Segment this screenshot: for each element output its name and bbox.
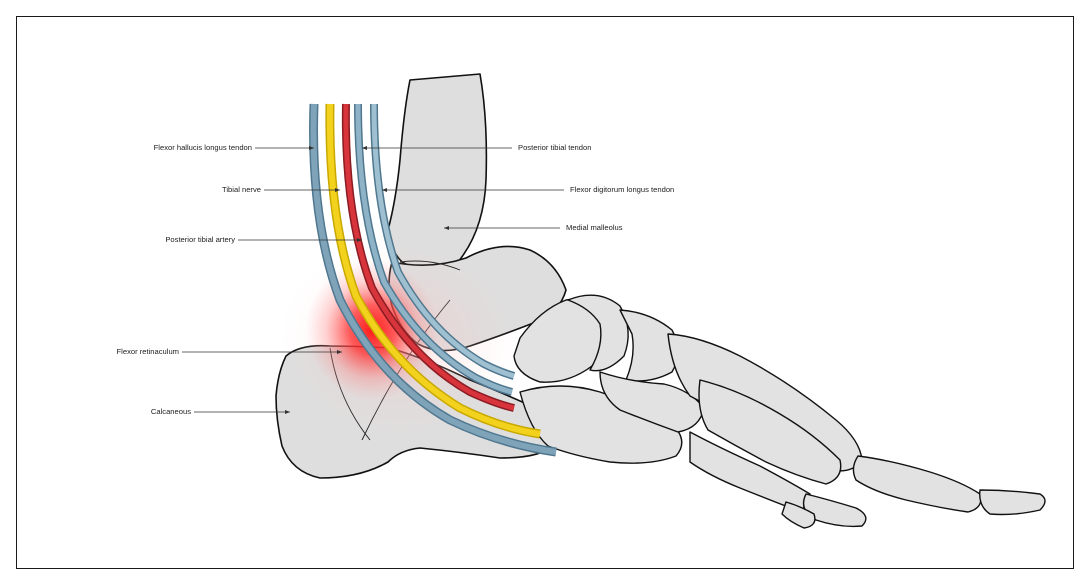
label-medial-malleolus: Medial malleolus — [566, 223, 623, 232]
distal-phalanx-bone — [980, 490, 1045, 515]
label-calcaneus: Calcaneous — [151, 407, 191, 416]
label-tibial-nerve: Tibial nerve — [222, 185, 261, 194]
label-posterior-tibial-artery: Posterior tibial artery — [165, 235, 235, 244]
label-posterior-tibial-tendon: Posterior tibial tendon — [518, 143, 591, 152]
label-fhl-tendon: Flexor hallucis longus tendon — [154, 143, 252, 152]
label-fdl-tendon: Flexor digitorum longus tendon — [570, 185, 674, 194]
label-flexor-retinaculum: Flexor retinaculum — [117, 347, 179, 356]
proximal-phalanx-bone — [853, 456, 980, 512]
